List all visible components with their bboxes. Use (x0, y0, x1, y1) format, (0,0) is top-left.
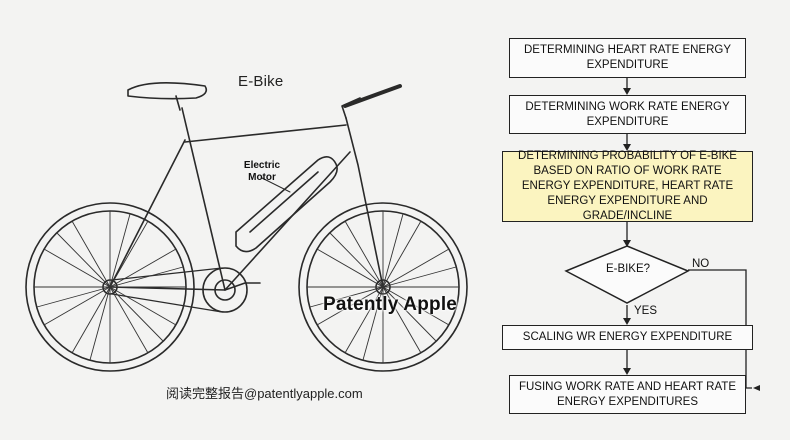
watermark-text: Patently Apple (323, 294, 458, 315)
yes-label: YES (634, 305, 658, 317)
step-fusing: FUSING WORK RATE AND HEART RATE ENERGY E… (509, 375, 746, 414)
flowchart-arrowheads (623, 88, 760, 391)
saddle (127, 82, 208, 100)
down-tube (224, 151, 351, 291)
ebike-title: E-Bike (238, 73, 284, 90)
battery (235, 156, 338, 253)
chainring (202, 267, 248, 313)
chainstay-seattube (109, 107, 226, 291)
no-label: NO (692, 258, 710, 270)
step-scaling: SCALING WR ENERGY EXPENDITURE (502, 325, 753, 350)
credit-text: 阅读完整报告@patentlyapple.com (166, 386, 363, 401)
electric-motor-label: Electric Motor (243, 160, 281, 183)
rear-wheel-tire (25, 202, 195, 372)
fork (345, 117, 384, 288)
seatstay (109, 139, 186, 288)
step-work-rate: DETERMINING WORK RATE ENERGY EXPENDITURE (509, 95, 746, 134)
handlebar (343, 84, 402, 108)
top-tube (184, 124, 347, 143)
step-heart-rate: DETERMINING HEART RATE ENERGY EXPENDITUR… (509, 38, 746, 78)
step-probability: DETERMINING PROBABILITY OF E-BIKE BASED … (502, 150, 753, 222)
decision-diamond (564, 245, 690, 304)
front-wheel-tire (298, 202, 468, 372)
decision-label: E-BIKE? (605, 263, 651, 275)
